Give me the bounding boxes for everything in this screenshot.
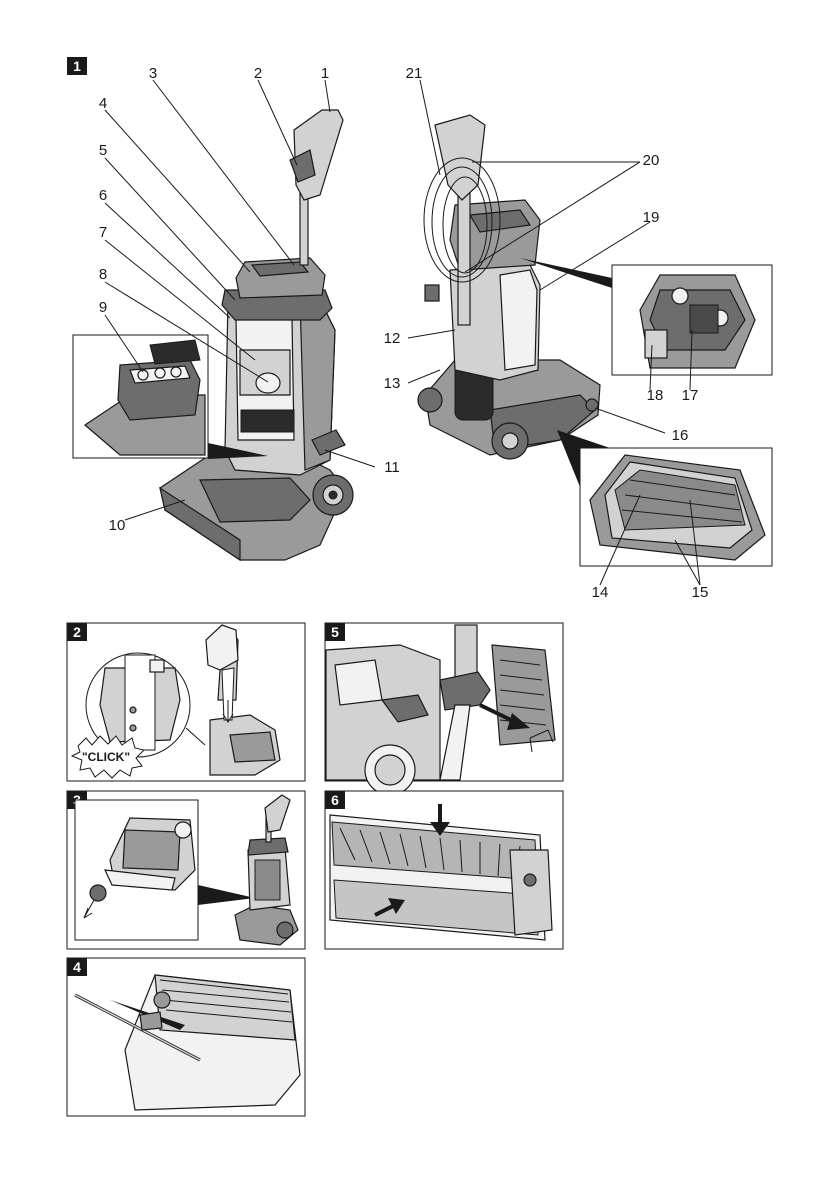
figure-5: 5 [325,623,563,795]
figure-2: 2 "CLICK" [67,623,305,781]
callout-5: 5 [99,142,107,159]
callout-6: 6 [99,187,107,204]
callout-15: 15 [692,584,709,601]
inset-detail-17-18 [520,258,772,375]
figure-5-number: 5 [331,624,339,640]
inset-detail-9 [73,335,208,458]
callout-14: 14 [592,584,609,601]
callout-2: 2 [254,65,262,82]
callout-16: 16 [672,427,689,444]
callout-7: 7 [99,224,107,241]
figure-6-number: 6 [331,792,339,808]
inset-detail-14-15 [557,430,772,566]
click-label: "CLICK" [82,750,130,764]
callout-18: 18 [647,387,664,404]
figure-4: 4 [67,958,305,1116]
callout-21: 21 [406,65,423,82]
callout-17: 17 [682,387,699,404]
figure-6: 6 [325,791,563,949]
callout-19: 19 [643,209,660,226]
figure-1-number: 1 [73,58,81,74]
callout-20: 20 [643,152,660,169]
callout-1: 1 [321,65,329,82]
callout-11: 11 [384,459,400,476]
callout-4: 4 [99,95,107,112]
figure-2-number: 2 [73,624,81,640]
callout-12: 12 [384,330,401,347]
figure-3: 3 [67,791,305,949]
callout-13: 13 [384,375,401,392]
figure-4-number: 4 [73,959,81,975]
callout-8: 8 [99,266,107,283]
callout-9: 9 [99,299,107,316]
callout-3: 3 [149,65,157,82]
callout-10: 10 [109,517,126,534]
figure-1: 1 [67,57,772,601]
appliance-rear-view [418,115,600,459]
